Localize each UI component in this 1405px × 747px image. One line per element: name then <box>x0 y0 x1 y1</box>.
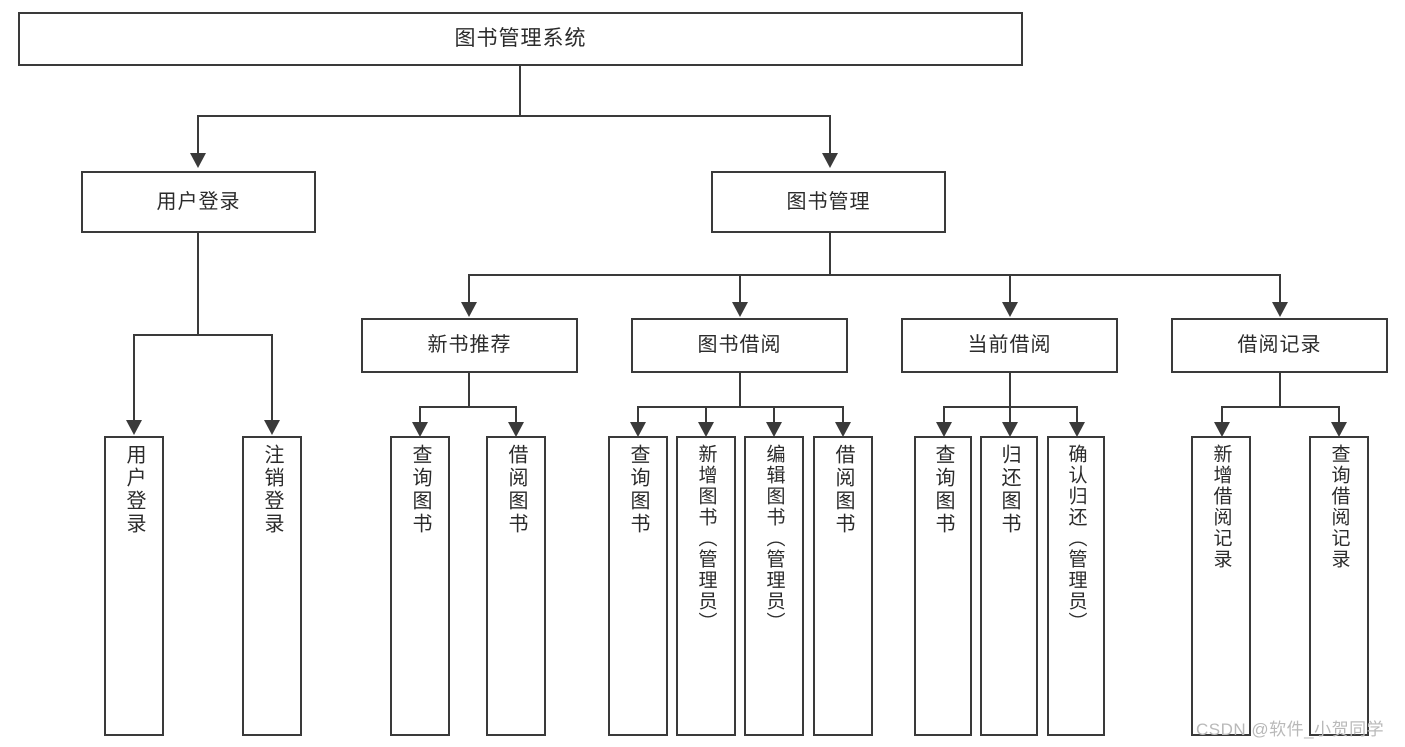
leaf-borrow-book-recommend[interactable]: 借阅图书 <box>486 436 546 736</box>
leaf-confirm-return-admin[interactable]: 确认归还（管理员） <box>1047 436 1105 736</box>
connector-borrow-record-stem <box>1279 373 1281 407</box>
connector-book-mgmt-stem <box>829 233 831 275</box>
node-label: 新书推荐 <box>427 334 512 356</box>
connector-current-borrow-stem <box>1009 373 1011 407</box>
leaf-add-book-admin[interactable]: 新增图书（管理员） <box>676 436 736 736</box>
arrow-book-mgmt-to-c2 <box>732 302 748 317</box>
connector-root-bar <box>198 115 831 117</box>
node-user-login[interactable]: 用户登录 <box>81 171 316 233</box>
connector-current-borrow-to-leaf3 <box>1076 406 1078 424</box>
connector-book-borrow-bar <box>637 406 844 408</box>
leaf-query-book-borrow[interactable]: 查询图书 <box>608 436 668 736</box>
arrow-borrow-record-to-leaf1 <box>1214 422 1230 437</box>
node-label: 借阅记录 <box>1237 334 1322 356</box>
node-label: 图书管理系统 <box>454 26 587 50</box>
connector-user-login-stem <box>197 233 199 335</box>
node-root-system[interactable]: 图书管理系统 <box>18 12 1023 66</box>
node-book-management[interactable]: 图书管理 <box>711 171 946 233</box>
arrow-current-borrow-to-leaf2 <box>1002 422 1018 437</box>
connector-book-borrow-to-leaf4 <box>842 406 844 424</box>
connector-book-mgmt-to-c3 <box>1009 274 1011 304</box>
arrow-book-borrow-to-leaf2 <box>698 422 714 437</box>
node-current-borrow[interactable]: 当前借阅 <box>901 318 1118 373</box>
node-label: 确认归还（管理员） <box>1065 444 1087 633</box>
connector-root-stem <box>519 66 521 116</box>
node-label: 查询图书 <box>409 444 431 536</box>
node-label: 用户登录 <box>123 444 145 536</box>
connector-new-book-bar <box>419 406 517 408</box>
connector-book-borrow-stem <box>739 373 741 407</box>
connector-borrow-record-bar <box>1221 406 1339 408</box>
node-book-borrow[interactable]: 图书借阅 <box>631 318 848 373</box>
connector-new-book-stem <box>468 373 470 407</box>
connector-book-mgmt-to-c1 <box>468 274 470 304</box>
connector-borrow-record-to-leaf1 <box>1221 406 1223 424</box>
node-label: 用户登录 <box>156 190 241 213</box>
connector-new-book-to-leaf2 <box>515 406 517 424</box>
node-label: 编辑图书（管理员） <box>763 444 785 633</box>
connector-current-borrow-to-leaf2 <box>1009 406 1011 424</box>
arrow-root-to-user-login <box>190 153 206 168</box>
connector-root-to-user-login <box>197 115 199 155</box>
connector-book-mgmt-to-c2 <box>739 274 741 304</box>
leaf-query-book-current[interactable]: 查询图书 <box>914 436 972 736</box>
node-new-book-recommend[interactable]: 新书推荐 <box>361 318 578 373</box>
node-label: 查询借阅记录 <box>1328 444 1350 570</box>
arrow-book-mgmt-to-c1 <box>461 302 477 317</box>
arrow-book-mgmt-to-c4 <box>1272 302 1288 317</box>
node-label: 借阅图书 <box>505 444 527 536</box>
arrow-borrow-record-to-leaf2 <box>1331 422 1347 437</box>
connector-book-borrow-to-leaf1 <box>637 406 639 424</box>
leaf-borrow-book[interactable]: 借阅图书 <box>813 436 873 736</box>
connector-user-login-to-leaf2 <box>271 334 273 422</box>
connector-user-login-bar <box>133 334 273 336</box>
arrow-book-borrow-to-leaf3 <box>766 422 782 437</box>
node-label: 图书管理 <box>786 190 871 213</box>
leaf-logout[interactable]: 注销登录 <box>242 436 302 736</box>
node-label: 归还图书 <box>998 444 1020 536</box>
leaf-query-book-recommend[interactable]: 查询图书 <box>390 436 450 736</box>
arrow-user-login-to-leaf2 <box>264 420 280 435</box>
connector-borrow-record-to-leaf2 <box>1338 406 1340 424</box>
connector-book-borrow-to-leaf3 <box>773 406 775 424</box>
node-label: 注销登录 <box>261 444 283 536</box>
arrow-new-book-to-leaf1 <box>412 422 428 437</box>
arrow-root-to-book-mgmt <box>822 153 838 168</box>
leaf-return-book[interactable]: 归还图书 <box>980 436 1038 736</box>
connector-user-login-to-leaf1 <box>133 334 135 422</box>
node-label: 图书借阅 <box>697 334 782 356</box>
leaf-query-borrow-record[interactable]: 查询借阅记录 <box>1309 436 1369 736</box>
connector-book-mgmt-to-c4 <box>1279 274 1281 304</box>
connector-root-to-book-mgmt <box>829 115 831 155</box>
csdn-watermark: CSDN @软件_小贺同学 <box>1196 720 1385 739</box>
node-label: 新增借阅记录 <box>1210 444 1232 570</box>
node-borrow-record[interactable]: 借阅记录 <box>1171 318 1388 373</box>
node-label: 新增图书（管理员） <box>695 444 717 633</box>
arrow-new-book-to-leaf2 <box>508 422 524 437</box>
connector-book-mgmt-bar <box>468 274 1280 276</box>
leaf-edit-book-admin[interactable]: 编辑图书（管理员） <box>744 436 804 736</box>
node-label: 当前借阅 <box>967 334 1052 356</box>
node-label: 查询图书 <box>627 444 649 536</box>
arrow-current-borrow-to-leaf1 <box>936 422 952 437</box>
connector-new-book-to-leaf1 <box>419 406 421 424</box>
arrow-current-borrow-to-leaf3 <box>1069 422 1085 437</box>
arrow-book-mgmt-to-c3 <box>1002 302 1018 317</box>
node-label: 借阅图书 <box>832 444 854 536</box>
node-label: 查询图书 <box>932 444 954 536</box>
connector-current-borrow-to-leaf1 <box>943 406 945 424</box>
leaf-add-borrow-record[interactable]: 新增借阅记录 <box>1191 436 1251 736</box>
arrow-book-borrow-to-leaf1 <box>630 422 646 437</box>
arrow-book-borrow-to-leaf4 <box>835 422 851 437</box>
connector-book-borrow-to-leaf2 <box>705 406 707 424</box>
arrow-user-login-to-leaf1 <box>126 420 142 435</box>
leaf-user-login[interactable]: 用户登录 <box>104 436 164 736</box>
